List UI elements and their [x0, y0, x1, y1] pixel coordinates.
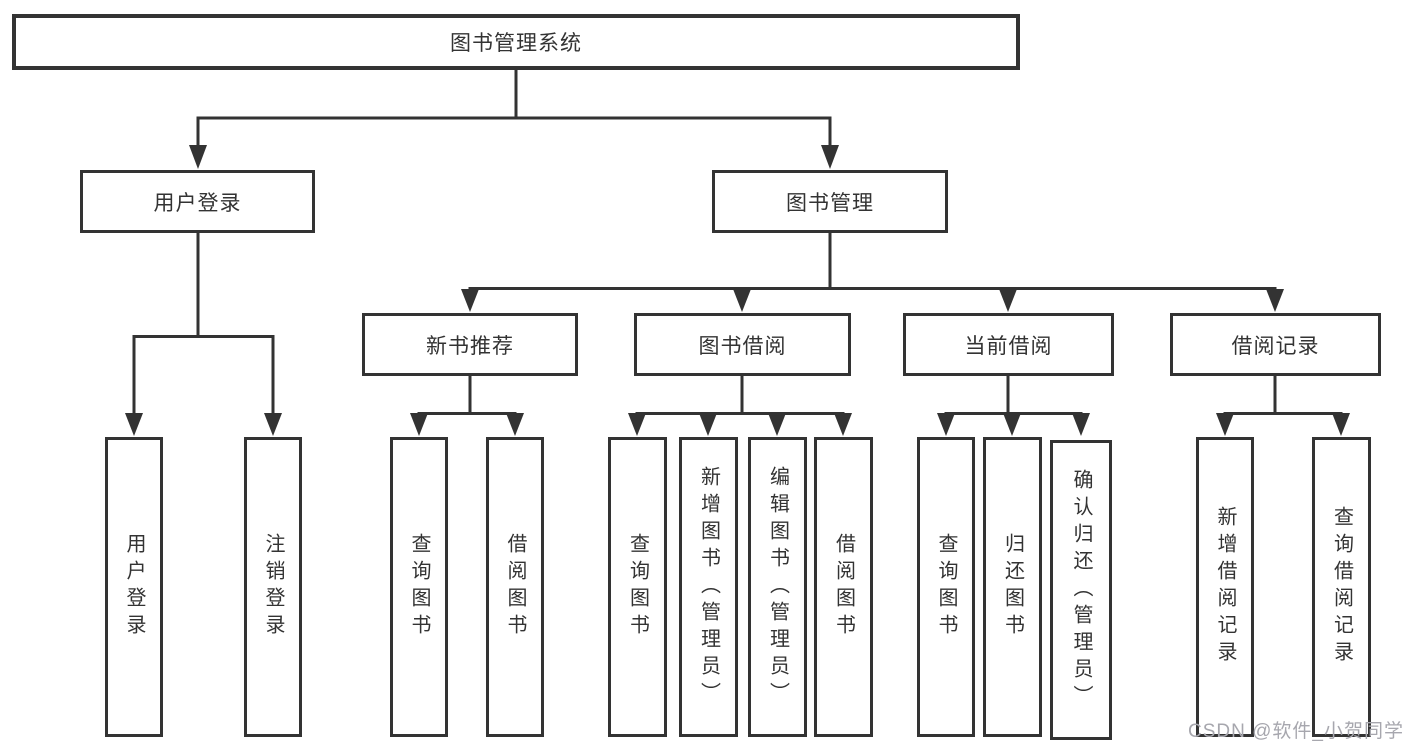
leaf-current-confirm-return-admin: 确认归还（管理员） — [1050, 440, 1112, 740]
arrowheads — [125, 145, 1350, 436]
node-current-borrow: 当前借阅 — [903, 313, 1114, 376]
leaf-recommend-query-book: 查询图书 — [390, 437, 448, 737]
leaf-record-query-borrow-record: 查询借阅记录 — [1312, 437, 1371, 737]
leaf-current-return-book: 归还图书 — [983, 437, 1042, 737]
leaf-recommend-borrow-book: 借阅图书 — [486, 437, 544, 737]
node-book-management: 图书管理 — [712, 170, 948, 233]
leaf-borrow-borrow-book: 借阅图书 — [814, 437, 873, 737]
leaf-record-add-borrow-record: 新增借阅记录 — [1196, 437, 1254, 737]
leaf-borrow-edit-book-admin: 编辑图书（管理员） — [748, 437, 807, 737]
node-user-login: 用户登录 — [80, 170, 315, 233]
leaf-borrow-query-book: 查询图书 — [608, 437, 667, 737]
node-root-library-system: 图书管理系统 — [12, 14, 1020, 70]
node-new-book-recommend: 新书推荐 — [362, 313, 578, 376]
node-book-borrow: 图书借阅 — [634, 313, 851, 376]
leaf-current-query-book: 查询图书 — [917, 437, 975, 737]
leaf-user-login: 用户登录 — [105, 437, 163, 737]
leaf-borrow-add-book-admin: 新增图书（管理员） — [679, 437, 738, 737]
leaf-logout: 注销登录 — [244, 437, 302, 737]
csdn-watermark: CSDN @软件_小贺同学 — [1188, 721, 1404, 742]
node-borrow-record: 借阅记录 — [1170, 313, 1381, 376]
